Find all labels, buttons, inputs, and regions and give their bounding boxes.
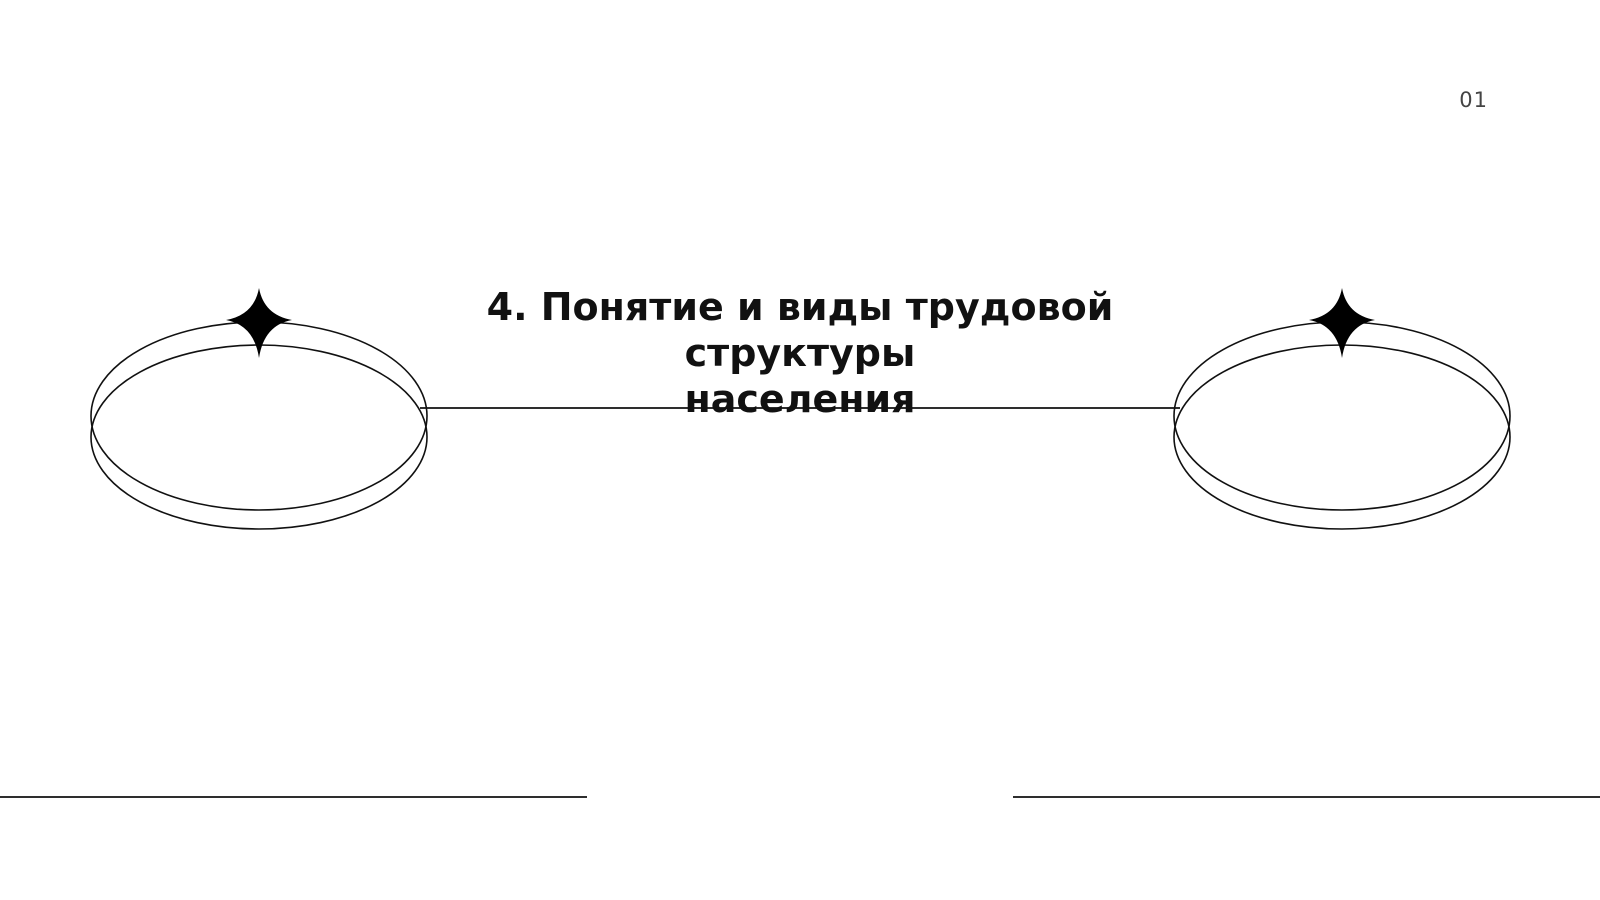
right-sparkle-icon <box>1309 288 1375 358</box>
right-ring-icon <box>1173 288 1511 530</box>
left-sparkle-icon <box>226 288 292 358</box>
slide-title-line-1: 4. Понятие и виды трудовой структуры <box>486 285 1114 375</box>
page-number: 01 <box>1459 88 1488 112</box>
slide-title-line-2: населения <box>684 377 916 421</box>
slide-title: 4. Понятие и виды трудовой структуры нас… <box>380 284 1220 422</box>
left-ring-icon <box>90 288 428 530</box>
